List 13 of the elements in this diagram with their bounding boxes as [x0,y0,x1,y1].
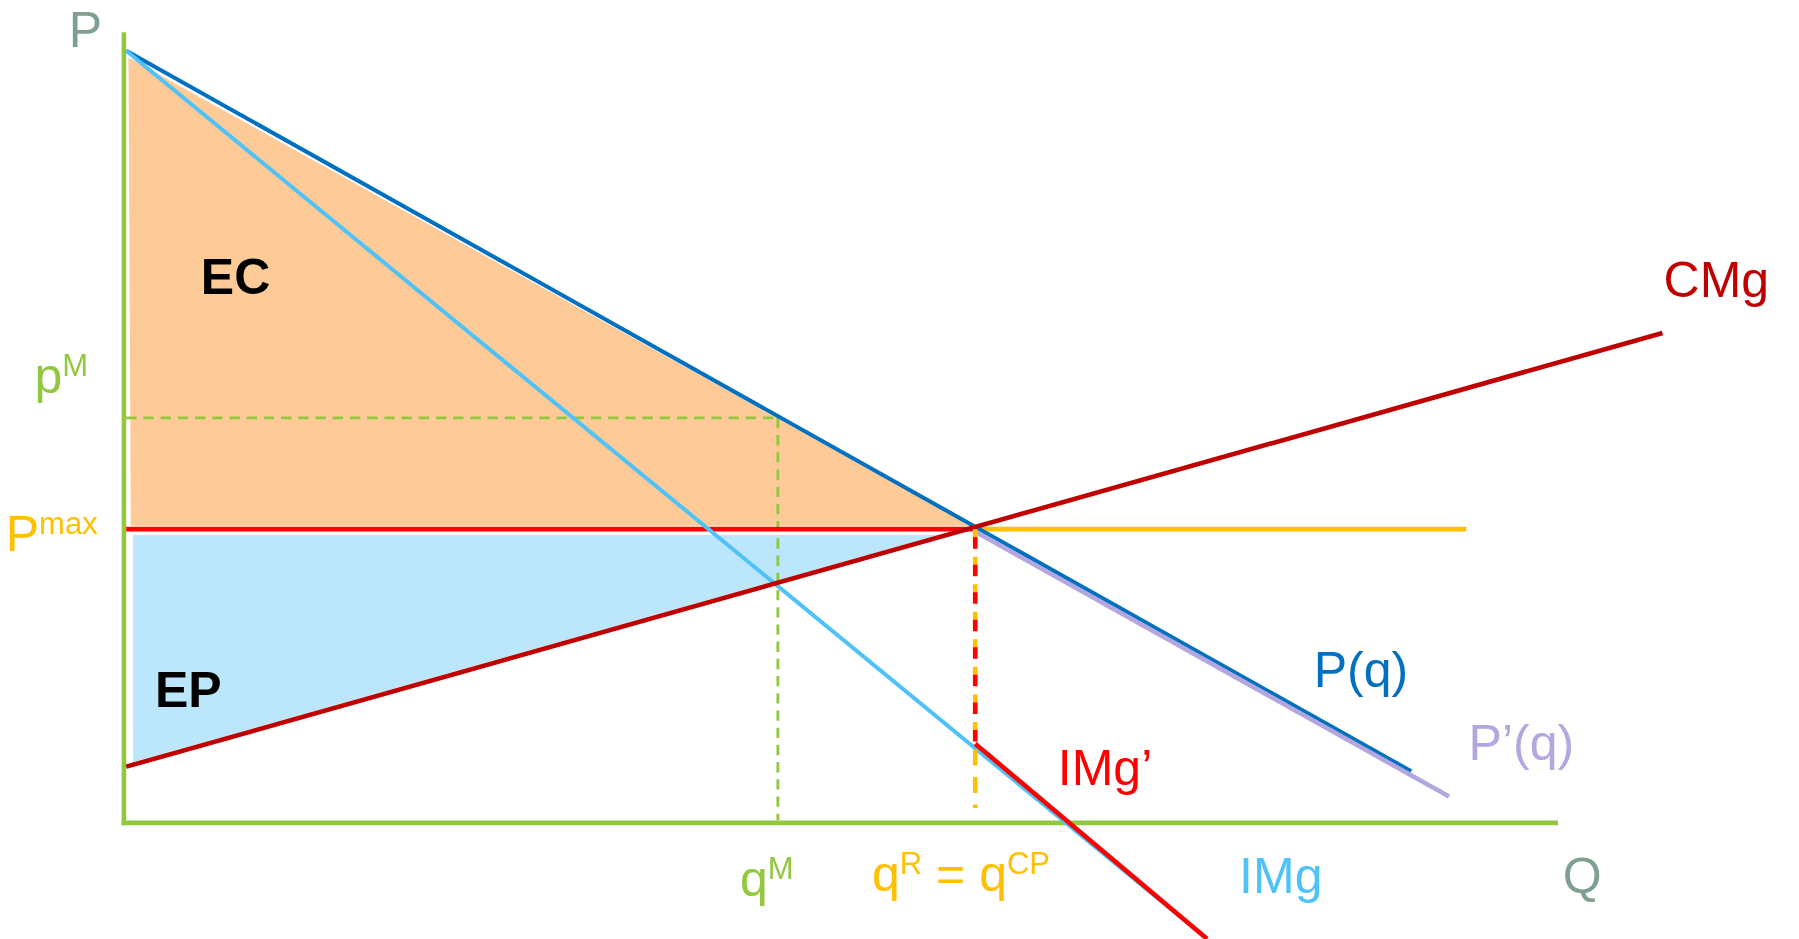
quantity-label: q$^{M}$ [740,853,794,904]
curve-label: IMg [1239,851,1323,902]
curve-label: IMg’ [1057,743,1153,794]
quantity-label: q$^{R}$ = q$^{CP}$ [871,849,1051,899]
curve-label: P(q) [1313,644,1409,695]
curve-label: CMg [1663,254,1770,305]
area-label: EC [200,252,271,303]
price-label: P$^{max}$ [5,509,98,560]
area-label: EP [154,665,222,716]
curve-label: P’(q) [1468,718,1575,769]
price-label: p$^{M}$ [34,351,89,402]
axis-label: P [68,4,103,55]
axis-label: Q [1562,851,1602,902]
